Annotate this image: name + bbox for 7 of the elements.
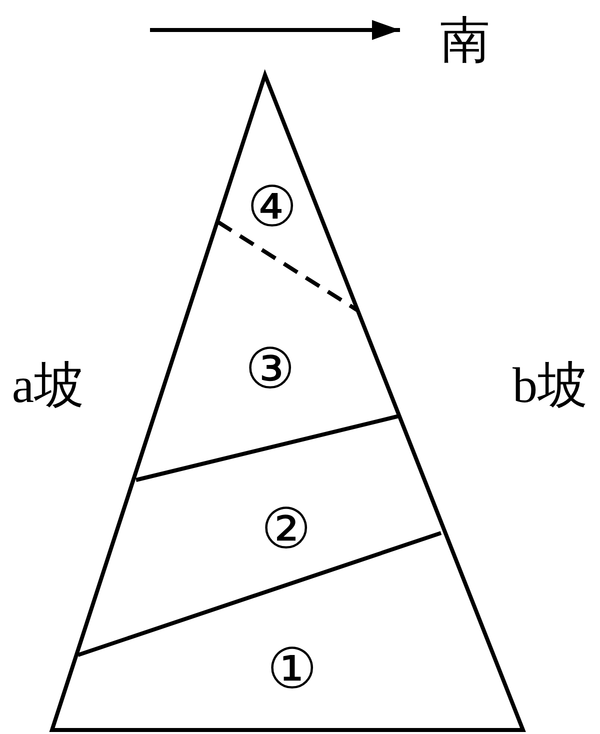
slope-label: b坡 — [512, 360, 588, 410]
zone-number: ① — [267, 642, 317, 698]
zone-number: ④ — [247, 180, 297, 236]
slope-label: a坡 — [12, 360, 84, 410]
zone-number: ③ — [245, 342, 295, 398]
zone-number: ② — [261, 502, 311, 558]
direction-label: 南 — [440, 15, 490, 65]
